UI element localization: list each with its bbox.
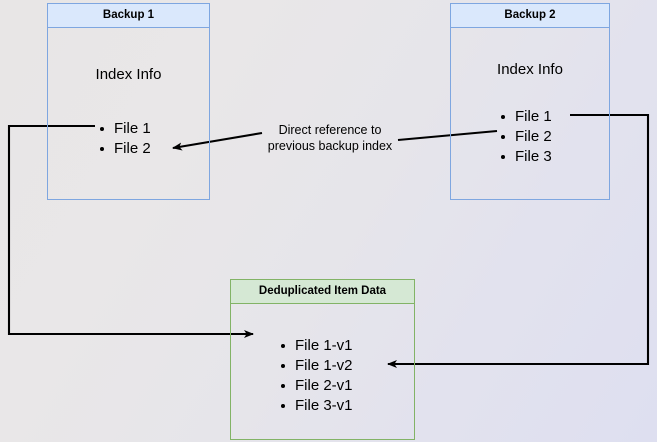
edge-label-direct-reference: Direct reference to previous backup inde… [267,123,393,153]
backup-1-index-label: Index Info [95,66,162,83]
list-item: File 2-v1 [279,376,353,396]
backup-2-index-label: Index Info [497,61,563,78]
list-item: File 1 [98,119,151,139]
list-item: File 3 [499,147,552,167]
list-item: File 1-v1 [279,336,353,356]
node-backup-2-header: Backup 2 [451,4,609,28]
list-item: File 3-v1 [279,396,353,416]
backup-1-file-list: File 1 File 2 [98,119,151,159]
list-item: File 1 [499,107,552,127]
list-item: File 2 [98,139,151,159]
node-deduplicated-item-data[interactable]: Deduplicated Item Data File 1-v1 File 1-… [230,279,415,440]
node-backup-1[interactable]: Backup 1 Index Info File 1 File 2 [47,3,210,200]
node-backup-1-header: Backup 1 [48,4,209,28]
node-backup-2[interactable]: Backup 2 Index Info File 1 File 2 File 3 [450,3,610,200]
dedup-item-list: File 1-v1 File 1-v2 File 2-v1 File 3-v1 [279,336,353,416]
backup-2-file-list: File 1 File 2 File 3 [499,107,552,167]
list-item: File 2 [499,127,552,147]
list-item: File 1-v2 [279,356,353,376]
node-dedup-header: Deduplicated Item Data [231,280,414,304]
